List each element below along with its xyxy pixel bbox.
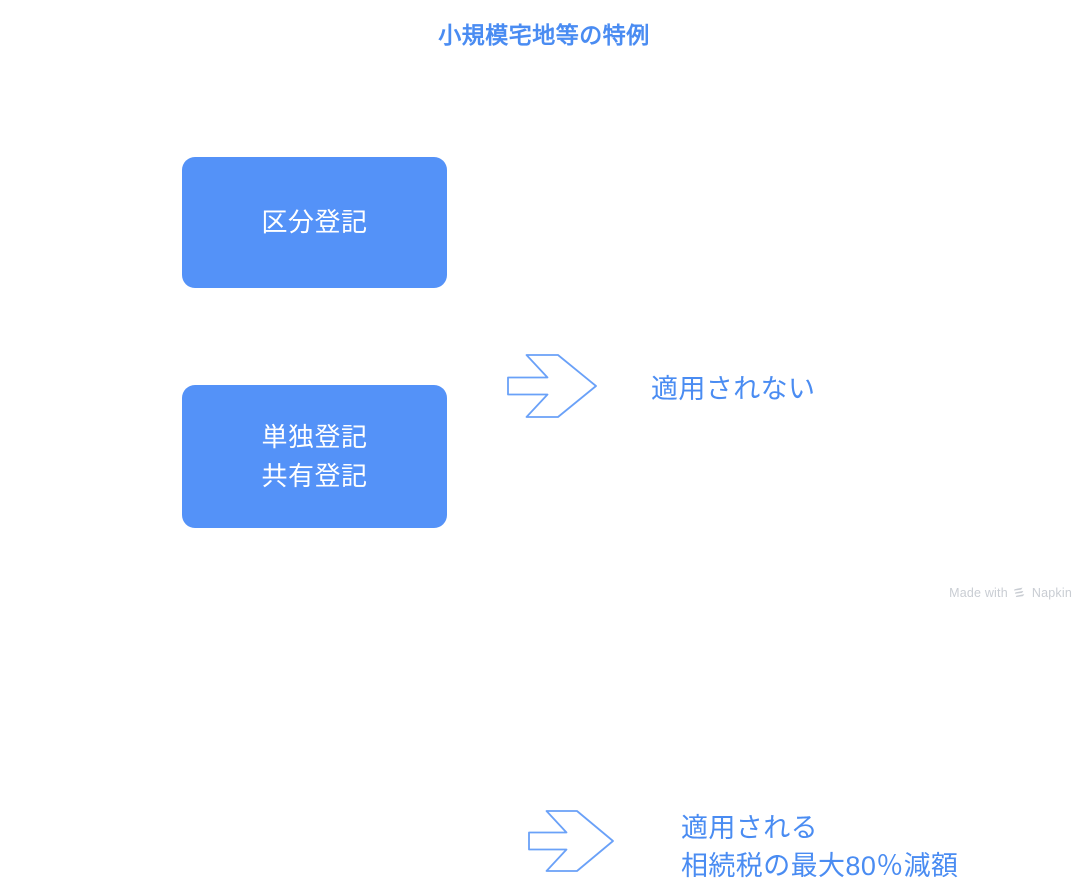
page-title: 小規模宅地等の特例 [438, 22, 650, 48]
napkin-watermark: Made with Napkin [949, 586, 1072, 600]
outcome-text-1: 適用されない [651, 374, 816, 404]
arrow-right-outline-icon [506, 353, 598, 419]
slide-canvas: 小規模宅地等の特例 区分登記 適用されない 単独登記 共有登記 適用される 相続… [0, 22, 1088, 881]
concept-box-label: 単独登記 共有登記 [261, 422, 368, 491]
arrow-right-outline-icon [527, 809, 615, 873]
concept-box-kubun-touki[interactable]: 区分登記 [182, 157, 447, 288]
watermark-brand: Napkin [1031, 586, 1072, 600]
diagram-row-2: 単独登記 共有登記 適用される 相続税の最大80％減額 [0, 385, 1088, 881]
concept-box-label: 区分登記 [261, 207, 368, 238]
watermark-prefix: Made with [949, 586, 1008, 600]
concept-box-tandoku-kyoyu-touki[interactable]: 単独登記 共有登記 [182, 385, 447, 528]
diagram-row-1: 区分登記 適用されない [0, 157, 1088, 418]
outcome-text-2: 適用される 相続税の最大80％減額 [681, 813, 959, 882]
napkin-logo-icon [1013, 586, 1027, 600]
